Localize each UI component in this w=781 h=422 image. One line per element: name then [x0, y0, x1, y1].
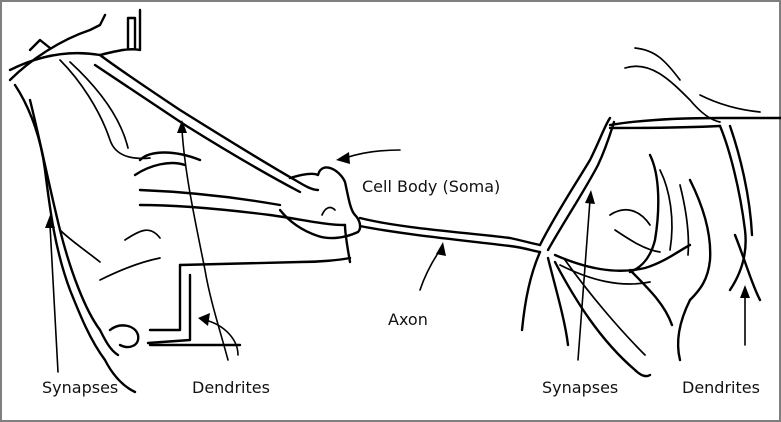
right-synapses-label: Synapses [542, 378, 618, 397]
cell-body-label: Cell Body (Soma) [362, 177, 500, 196]
axon-label: Axon [388, 310, 428, 329]
right-dendrites-label: Dendrites [682, 378, 760, 397]
left-synapses-label: Synapses [42, 378, 118, 397]
left-dendrites-label: Dendrites [192, 378, 270, 397]
